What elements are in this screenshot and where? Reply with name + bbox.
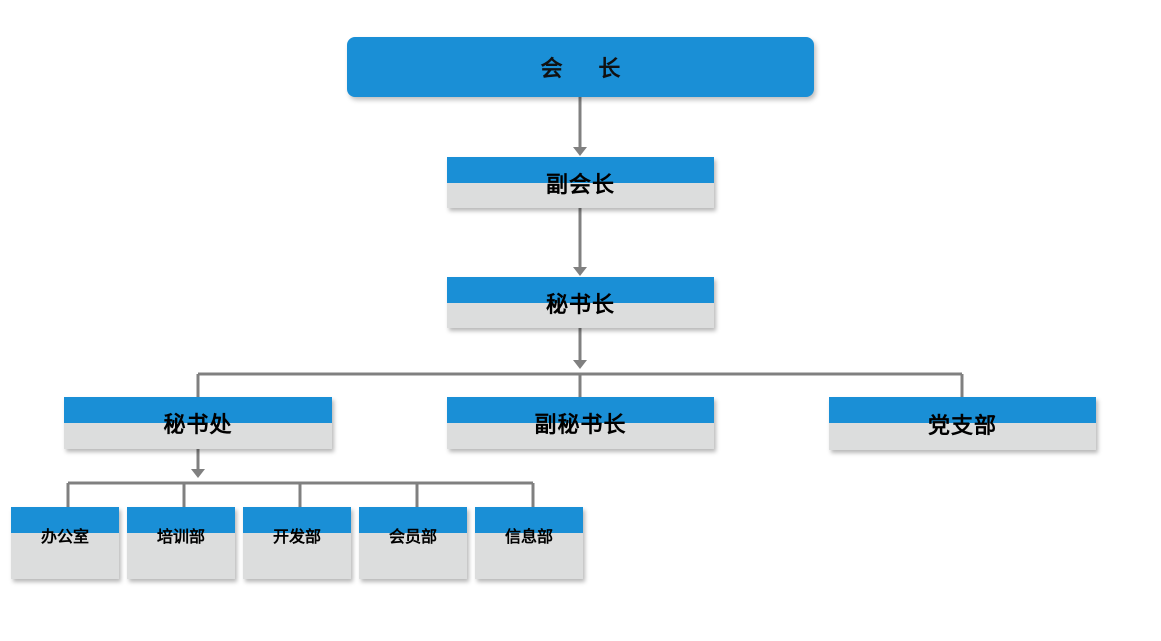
node-training-label: 培训部 (156, 527, 205, 546)
node-header-band (64, 397, 332, 423)
node-header-band (447, 277, 714, 303)
node-development: 开发部 (243, 507, 351, 579)
node-body-band (127, 533, 235, 579)
node-secretary-general: 秘书长 (447, 277, 714, 328)
node-header-band (11, 507, 119, 533)
node-body-band (829, 423, 1096, 450)
node-secretary-general-label: 秘书长 (545, 292, 615, 318)
node-membership: 会员部 (359, 507, 467, 579)
node-body-band (243, 533, 351, 579)
node-body-band (64, 423, 332, 449)
arrowhead-level3 (573, 360, 587, 369)
node-header-band (447, 157, 714, 183)
node-deputy-secretary-general: 副秘书长 (447, 397, 714, 449)
node-membership-label: 会员部 (388, 527, 437, 546)
node-body-band (475, 533, 583, 579)
node-information-label: 信息部 (504, 527, 553, 546)
node-office: 办公室 (11, 507, 119, 579)
arrowhead-level4 (191, 469, 205, 478)
node-vice-president-label: 副会长 (545, 172, 615, 198)
node-president: 会 长 (347, 37, 814, 97)
node-header-band (243, 507, 351, 533)
node-training: 培训部 (127, 507, 235, 579)
node-header-band (447, 397, 714, 423)
node-body-band (11, 533, 119, 579)
node-office-label: 办公室 (40, 527, 89, 546)
node-secretariat: 秘书处 (64, 397, 332, 449)
node-body-band (447, 303, 714, 328)
node-header-band (359, 507, 467, 533)
node-vice-president: 副会长 (447, 157, 714, 208)
node-secretariat-label: 秘书处 (163, 413, 233, 438)
node-body-band (359, 533, 467, 579)
node-header-band (829, 397, 1096, 423)
arrowhead-vice (573, 147, 587, 156)
node-information: 信息部 (475, 507, 583, 579)
node-party-branch-label: 党支部 (927, 413, 997, 439)
node-header-band (127, 507, 235, 533)
node-deputy-secretary-general-label: 副秘书长 (534, 413, 627, 438)
node-header-band (475, 507, 583, 533)
node-body-band (447, 423, 714, 449)
node-body-band (447, 183, 714, 208)
node-party-branch: 党支部 (829, 397, 1096, 450)
arrowhead-secretary (573, 267, 587, 276)
node-development-label: 开发部 (272, 527, 321, 546)
node-president-label: 会 长 (540, 57, 635, 82)
